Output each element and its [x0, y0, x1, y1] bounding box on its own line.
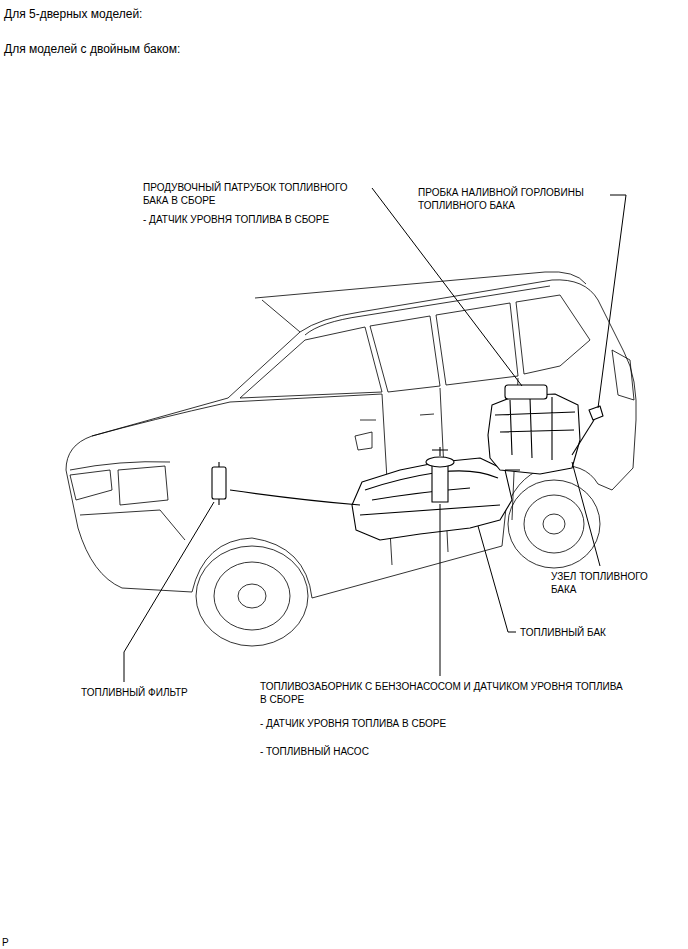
part-name: ТОПЛИВНЫЙ ФИЛЬТР: [81, 686, 241, 699]
part-name: - ДАТЧИК УРОВНЯ ТОПЛИВА В СБОРЕ: [260, 717, 560, 730]
part-name: УЗЕЛ ТОПЛИВНОГО БАКА: [551, 570, 661, 596]
part-name: ПРОДУВОЧНЫЙ ПАТРУБОК ТОПЛИВНОГО БАКА В С…: [143, 181, 371, 207]
section-note: Для 5-дверных моделей:: [4, 7, 404, 21]
page-mark: P: [2, 936, 32, 949]
part-name: ТОПЛИВНЫЙ БАК: [520, 626, 680, 639]
part-name: ПРОБКА НАЛИВНОЙ ГОРЛОВИНЫ ТОПЛИВНОГО БАК…: [418, 186, 608, 212]
part-name: - ДАТЧИК УРОВНЯ ТОПЛИВА В СБОРЕ: [143, 213, 403, 226]
part-name: ТОПЛИВОЗАБОРНИК С БЕНЗОНАСОСОМ И ДАТЧИКО…: [260, 680, 630, 706]
section-note: Для моделей с двойным баком:: [4, 42, 404, 56]
part-name: - ТОПЛИВНЫЙ НАСОС: [260, 745, 560, 758]
